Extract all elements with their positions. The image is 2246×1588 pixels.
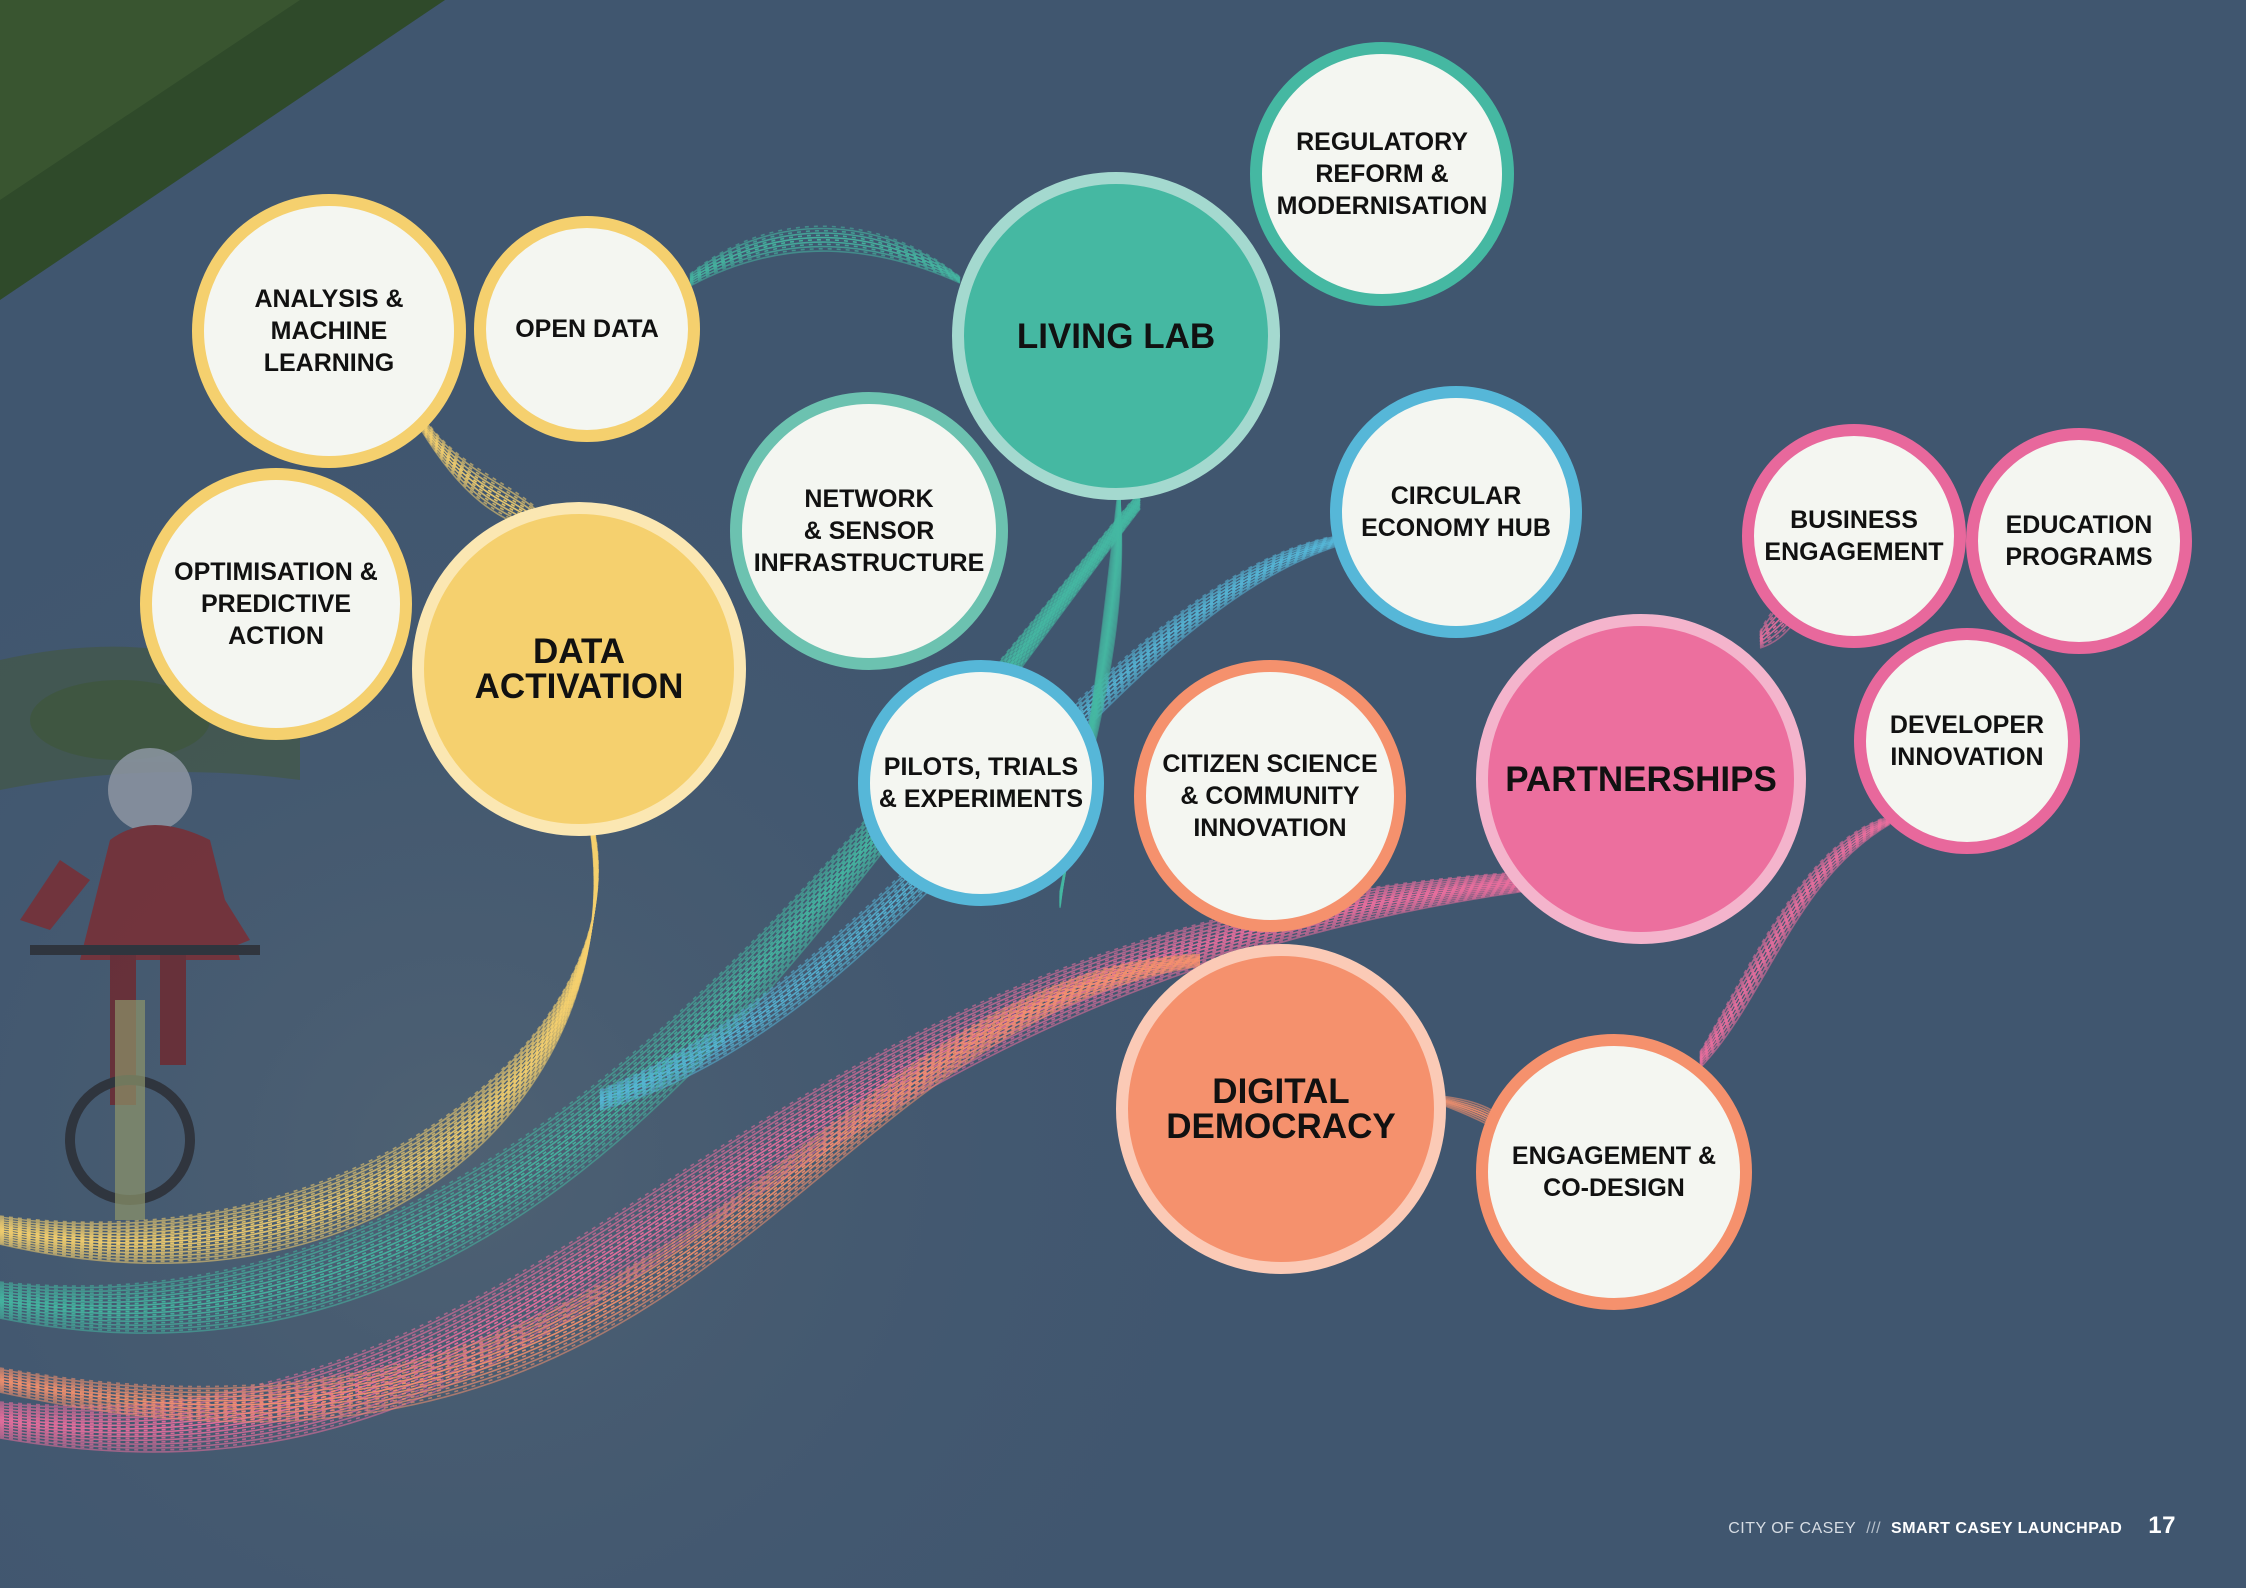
yellow-line-bundle [0, 812, 599, 1264]
node-education-programs: EDUCATION PROGRAMS [1966, 428, 2192, 654]
node-citizen-science: CITIZEN SCIENCE & COMMUNITY INNOVATION [1134, 660, 1406, 932]
node-open-data: OPEN DATA [474, 216, 700, 442]
hub-living-lab: LIVING LAB [952, 172, 1280, 500]
hub-partnerships-label: PARTNERSHIPS [1505, 759, 1777, 799]
footer-document-title: SMART CASEY LAUNCHPAD [1891, 1520, 2123, 1537]
hub-digital-democracy-label: DIGITAL DEMOCRACY [1166, 1072, 1396, 1146]
node-circular-economy-hub: CIRCULAR ECONOMY HUB [1330, 386, 1582, 638]
hub-digital-democracy: DIGITAL DEMOCRACY [1116, 944, 1446, 1274]
page-number: 17 [2148, 1512, 2176, 1539]
pink-line-bundle-2 [1699, 815, 1891, 1069]
page-footer: CITY OF CASEY /// SMART CASEY LAUNCHPAD … [1728, 1512, 2176, 1540]
teal-arc-bundle [689, 225, 961, 287]
hub-partnerships: PARTNERSHIPS [1476, 614, 1806, 944]
footer-brand: CITY OF CASEY [1728, 1520, 1857, 1537]
node-engagement-co-design: ENGAGEMENT & CO-DESIGN [1476, 1034, 1752, 1310]
hub-data-activation-label: DATA ACTIVATION [474, 632, 684, 706]
node-pilots-trials-experiments: PILOTS, TRIALS & EXPERIMENTS [858, 660, 1104, 906]
node-network-sensor-infrastructure: NETWORK & SENSOR INFRASTRUCTURE [730, 392, 1008, 670]
hub-data-activation: DATA ACTIVATION [412, 502, 746, 836]
node-developer-innovation: DEVELOPER INNOVATION [1854, 628, 2080, 854]
node-regulatory-reform: REGULATORY REFORM & MODERNISATION [1250, 42, 1514, 306]
node-business-engagement: BUSINESS ENGAGEMENT [1742, 424, 1966, 648]
node-optimisation-predictive-action: OPTIMISATION & PREDICTIVE ACTION [140, 468, 412, 740]
node-analysis-machine-learning: ANALYSIS & MACHINE LEARNING [192, 194, 466, 468]
bmx-rider-image [20, 748, 260, 1220]
footer-separator: /// [1866, 1520, 1882, 1537]
hub-living-lab-label: LIVING LAB [1016, 316, 1216, 356]
orange-line-bundle [0, 953, 1201, 1423]
